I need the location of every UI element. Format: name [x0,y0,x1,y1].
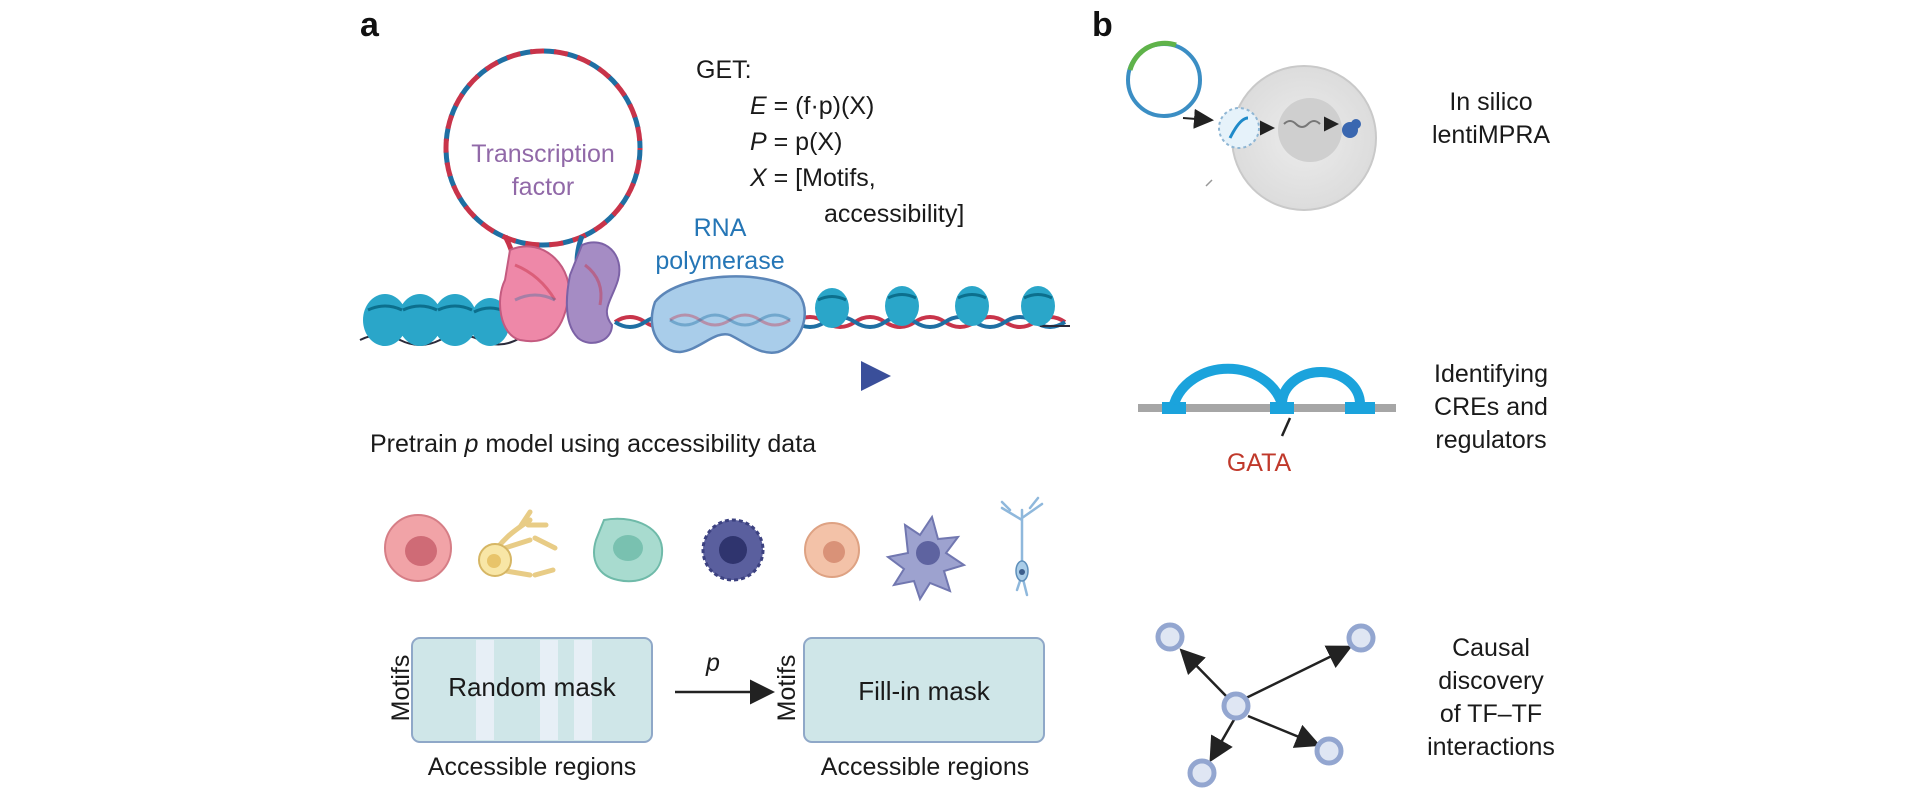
causal-label-line-4: interactions [1427,733,1555,761]
accessible-regions-right: Accessible regions [820,753,1030,781]
panel-a-letter: a [360,6,379,44]
cre-label-line-3: regulators [1435,426,1547,454]
pretrain-caption: Pretrain p model using accessibility dat… [370,430,817,458]
cell-type-2 [478,509,558,578]
network-node [1346,623,1376,653]
get-title: GET: [696,56,752,84]
causal-network [1155,622,1376,788]
accessible-regions-left: Accessible regions [427,753,637,781]
transcription-factor-pink [499,245,571,343]
motifs-label-right: Motifs [773,654,801,722]
fill-in-mask-box [803,637,1045,743]
lentimpra-label-line-1: In silico [1449,88,1533,116]
cell-type-6 [885,514,967,602]
lentimpra-label-line-2: lentiMPRA [1431,121,1551,149]
cre-label: Identifying CREs and regulators [1396,358,1586,457]
lentimpra-illustration [1126,40,1377,211]
cell-types-row [384,496,1044,602]
cell-type-1 [384,514,452,582]
tf-label-line-2: factor [511,173,575,201]
random-mask-label: Random mask [448,672,616,702]
get-equations: GET: E = (f·p)(X) P = p(X) X = [Motifs, … [696,52,964,232]
tf-label: Transcription factor [468,138,618,204]
cre-arcs-illustration [1138,363,1396,437]
gata-label: GATA [1226,449,1292,477]
cre-label-line-1: Identifying [1434,360,1548,388]
nucleosomes-left [363,294,510,346]
rna-polymerase [650,275,806,354]
rnap-label-line-1: RNA [693,214,747,242]
cell-type-7 [1000,496,1044,597]
network-node [1155,622,1185,652]
cell-type-5 [804,522,860,578]
lentimpra-label: In silico lentiMPRA [1396,86,1586,152]
causal-label-line-2: discovery [1438,667,1544,695]
causal-label-line-3: of TF–TF [1439,700,1543,728]
transcription-factor-purple [565,241,621,344]
equation-p: P = p(X) [750,128,843,156]
network-node [1314,736,1344,766]
causal-label: Causal discovery of TF–TF interactions [1396,632,1586,764]
network-node [1187,758,1217,788]
equation-x-continued: accessibility] [824,200,965,228]
motifs-label-left: Motifs [387,654,415,722]
random-mask-box [411,637,653,743]
equation-x: X = [Motifs, [750,164,876,192]
panel-b-letter: b [1092,6,1113,44]
cell-type-3 [593,517,664,583]
fill-in-mask-label: Fill-in mask [858,676,990,706]
tf-label-line-1: Transcription [471,140,615,168]
pretrain-arrow-label: p [706,649,720,677]
cre-label-line-2: CREs and [1434,393,1548,421]
cell-type-4 [701,518,765,582]
nucleosomes-right [815,286,1055,328]
causal-label-line-1: Causal [1452,634,1530,662]
equation-e: E = (f·p)(X) [750,92,875,120]
rnap-label: RNA polymerase [640,212,800,278]
network-node [1221,691,1251,721]
rnap-label-line-2: polymerase [655,247,785,275]
